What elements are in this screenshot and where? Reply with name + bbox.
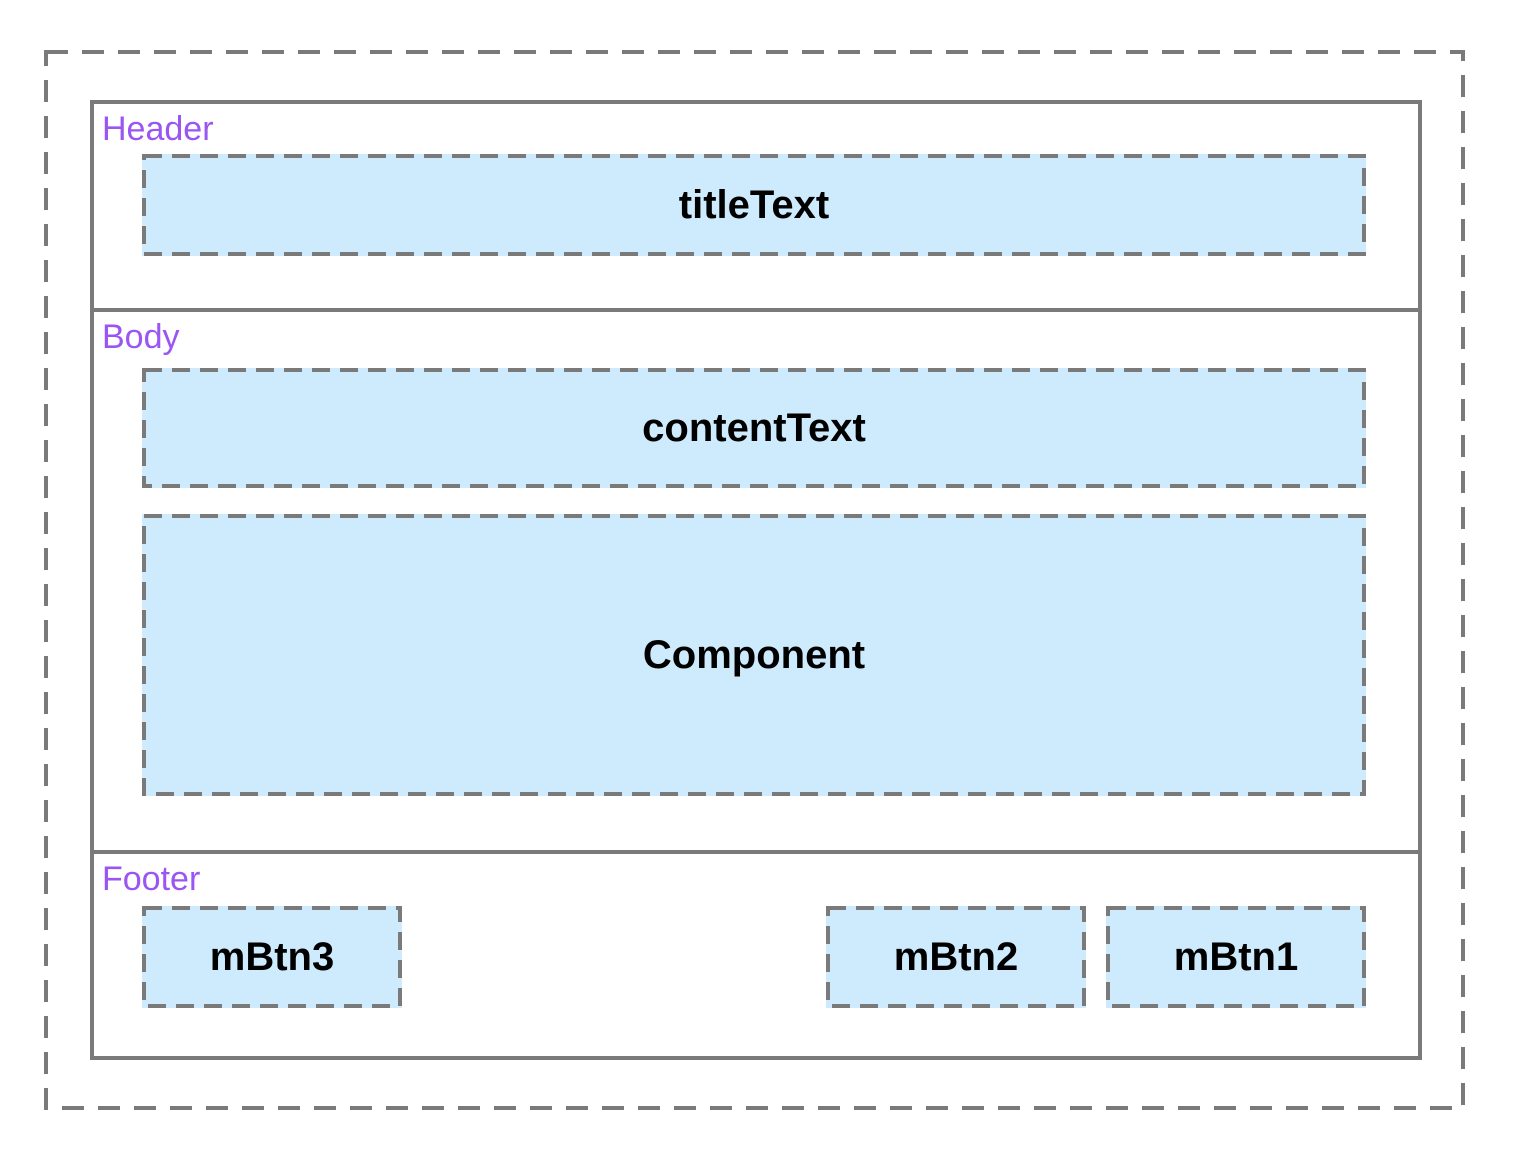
body-section: Body contentText Component [94,312,1418,854]
header-section: Header titleText [94,104,1418,312]
content-text-label: contentText [642,405,866,450]
mbtn2-button[interactable]: mBtn2 [826,906,1086,1008]
mbtn1-label: mBtn1 [1173,934,1299,979]
mbtn3-label: mBtn3 [209,934,335,979]
mbtn3-button[interactable]: mBtn3 [142,906,402,1008]
dialog-layout: Header titleText Body contentText Compon… [90,100,1422,1060]
body-label: Body [102,318,180,356]
outer-container-frame [44,50,1465,1110]
outer-dashed-border [44,50,1465,1110]
content-text-slot: contentText [142,368,1366,488]
footer-section: Footer mBtn3 mBtn2 mBtn1 [94,854,1418,1056]
header-label: Header [102,110,214,148]
title-text-slot: titleText [142,154,1366,256]
component-slot: Component [142,514,1366,796]
component-label: Component [642,632,866,677]
title-text-label: titleText [678,182,830,227]
mbtn2-label: mBtn2 [893,934,1019,979]
footer-label: Footer [102,860,201,898]
mbtn1-button[interactable]: mBtn1 [1106,906,1366,1008]
